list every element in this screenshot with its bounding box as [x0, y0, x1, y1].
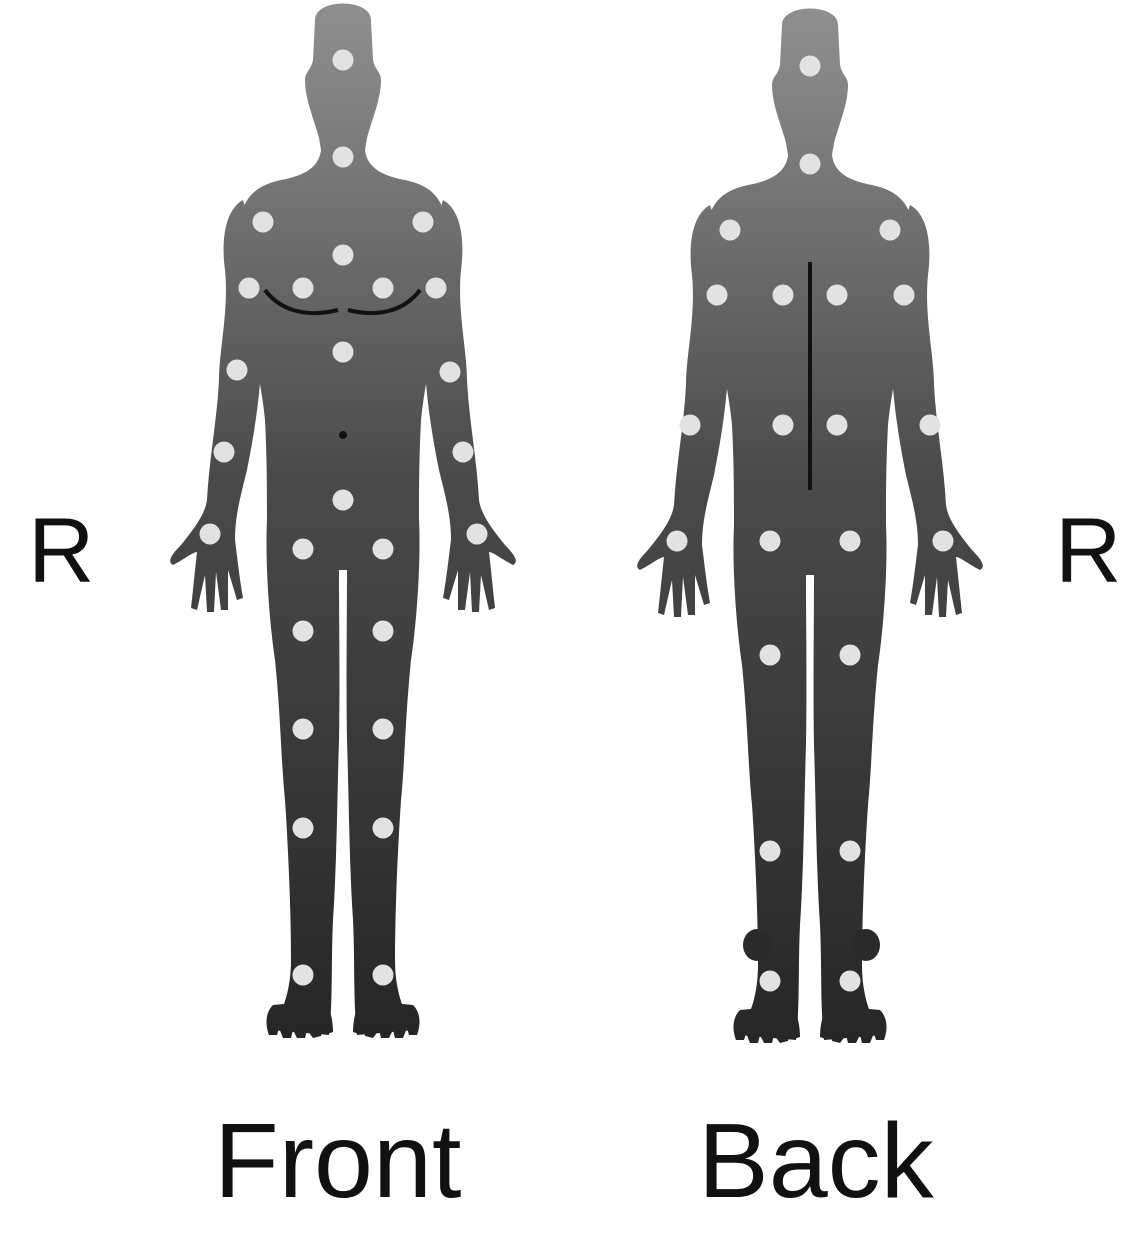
back-body-point[interactable]	[893, 284, 915, 306]
back-body-point[interactable]	[799, 55, 821, 77]
back-body-point[interactable]	[772, 284, 794, 306]
front-body-point[interactable]	[199, 523, 221, 545]
back-body-point[interactable]	[826, 414, 848, 436]
back-body-point[interactable]	[826, 284, 848, 306]
front-body-point[interactable]	[292, 964, 314, 986]
back-figure	[637, 8, 983, 1043]
front-body-point[interactable]	[332, 146, 354, 168]
back-body-point[interactable]	[679, 414, 701, 436]
front-view-label: Front	[214, 1102, 462, 1220]
front-body-point[interactable]	[213, 441, 235, 463]
front-body-point[interactable]	[372, 620, 394, 642]
front-body-point[interactable]	[372, 277, 394, 299]
front-body-point[interactable]	[292, 538, 314, 560]
front-body-point[interactable]	[425, 277, 447, 299]
back-body-point[interactable]	[799, 153, 821, 175]
front-body-point[interactable]	[292, 817, 314, 839]
back-body-point[interactable]	[772, 414, 794, 436]
front-body-point[interactable]	[452, 441, 474, 463]
back-body-point[interactable]	[839, 840, 861, 862]
front-figure	[170, 3, 516, 1038]
back-body-point[interactable]	[759, 644, 781, 666]
back-body-point[interactable]	[719, 219, 741, 241]
front-body-point[interactable]	[372, 817, 394, 839]
front-body-point[interactable]	[292, 277, 314, 299]
back-body-point[interactable]	[839, 970, 861, 992]
front-body-point[interactable]	[238, 277, 260, 299]
front-body-point[interactable]	[412, 211, 434, 233]
front-body-point[interactable]	[332, 244, 354, 266]
back-body-point[interactable]	[759, 530, 781, 552]
front-body-point[interactable]	[292, 620, 314, 642]
front-body-point[interactable]	[466, 523, 488, 545]
front-body-point[interactable]	[332, 49, 354, 71]
front-body-point[interactable]	[332, 489, 354, 511]
back-body-point[interactable]	[759, 970, 781, 992]
back-body-point[interactable]	[839, 644, 861, 666]
back-body-point[interactable]	[879, 219, 901, 241]
right-side-label-front: R	[28, 500, 95, 602]
front-body-point[interactable]	[372, 964, 394, 986]
back-body-point[interactable]	[706, 284, 728, 306]
right-side-label-back: R	[1055, 500, 1122, 602]
front-body-point[interactable]	[439, 361, 461, 383]
back-view-label: Back	[698, 1102, 934, 1220]
front-body-point[interactable]	[226, 359, 248, 381]
front-body-point[interactable]	[332, 341, 354, 363]
front-body-point[interactable]	[372, 538, 394, 560]
back-body-point[interactable]	[919, 414, 941, 436]
front-body-point[interactable]	[292, 718, 314, 740]
back-body-point[interactable]	[839, 530, 861, 552]
back-body-point[interactable]	[666, 530, 688, 552]
front-body-point[interactable]	[372, 718, 394, 740]
back-body-point[interactable]	[759, 840, 781, 862]
back-body-point[interactable]	[932, 530, 954, 552]
front-body-point[interactable]	[252, 211, 274, 233]
